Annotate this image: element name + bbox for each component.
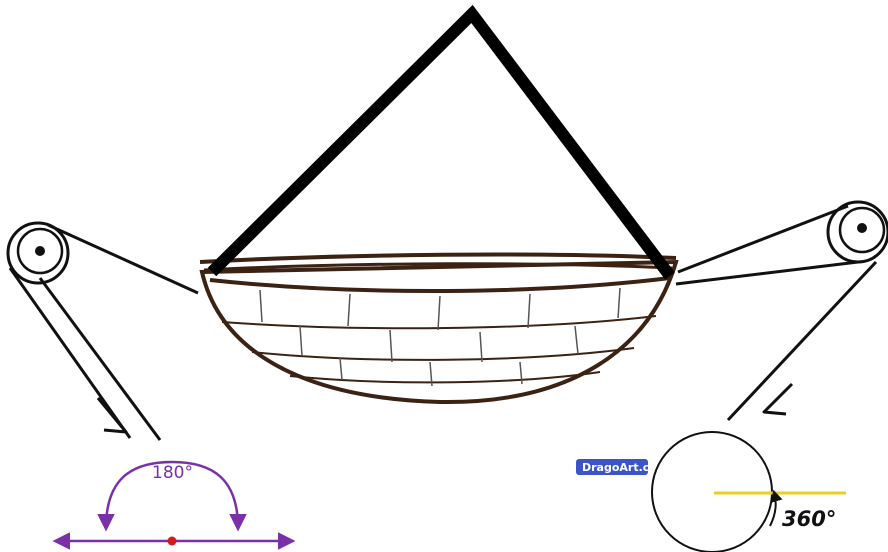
right-pulley-axle [857,223,867,233]
vertex-dot [168,537,177,546]
left-pulley-axle [35,246,45,256]
right-rope-down [728,262,876,420]
left-rope-top [48,225,198,293]
basket-rim-top [200,255,676,262]
right-rope-top [678,206,848,272]
full-angle-figure: 360° [652,432,846,552]
right-down-arrow [764,384,792,414]
left-rope-down-inner [40,278,160,440]
watermark-text: DragoArt.c [582,461,649,474]
left-pulley [8,223,198,440]
basket [200,255,676,403]
left-rope-down-outer [10,268,130,438]
right-pulley [676,202,888,420]
angle-label-360: 360° [782,507,836,531]
dragoart-watermark: DragoArt.c [576,459,649,475]
angle-label-180: 180° [152,463,193,483]
left-down-arrow [98,398,126,432]
triangle-hanger [212,14,670,276]
right-rope-inner [676,262,858,284]
straight-angle-figure: 180° [56,462,292,546]
